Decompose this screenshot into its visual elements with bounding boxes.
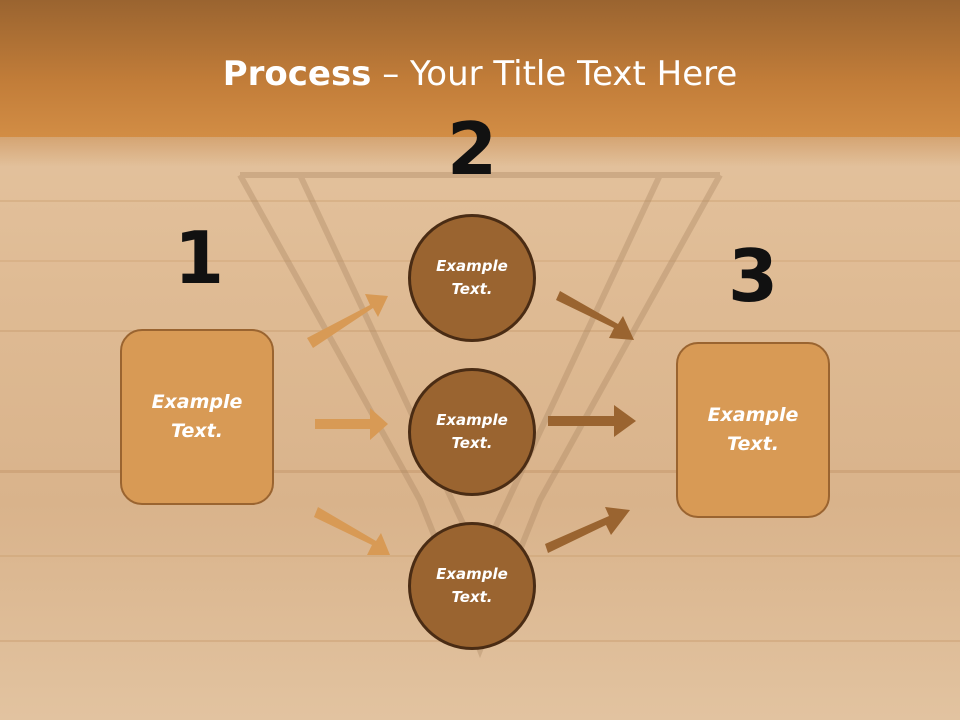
step-box-3-label: Example Text. <box>707 404 799 455</box>
slide-title: Process – Your Title Text Here <box>0 52 960 96</box>
arrow-right <box>315 408 388 440</box>
step-number-2: 2 <box>446 107 498 191</box>
title-bold: Process <box>222 54 372 94</box>
step-box-3[interactable]: Example Text. <box>676 342 830 518</box>
arrow-up-right <box>307 294 388 348</box>
process-circle-bottom-label: Example Text. <box>436 565 508 606</box>
step-number-1: 1 <box>173 216 225 300</box>
title-banner <box>0 0 960 137</box>
process-circle-middle[interactable]: Example Text. <box>408 368 536 496</box>
arrows-right <box>545 291 636 553</box>
process-circle-top-label: Example Text. <box>436 257 508 298</box>
process-circle-bottom[interactable]: Example Text. <box>408 522 536 650</box>
process-circle-middle-label: Example Text. <box>436 411 508 452</box>
arrow-down-right <box>556 291 634 340</box>
wood-grain <box>0 200 960 202</box>
title-banner-fade <box>0 137 960 167</box>
arrow-up-right <box>545 507 630 553</box>
process-circle-top[interactable]: Example Text. <box>408 214 536 342</box>
step-number-3: 3 <box>727 234 779 318</box>
step-box-1-label: Example Text. <box>151 391 243 442</box>
arrow-right <box>548 405 636 437</box>
arrows-left <box>307 294 390 555</box>
step-box-1[interactable]: Example Text. <box>120 329 274 505</box>
arrow-down-right <box>314 507 390 555</box>
title-rest: – Your Title Text Here <box>371 54 738 94</box>
